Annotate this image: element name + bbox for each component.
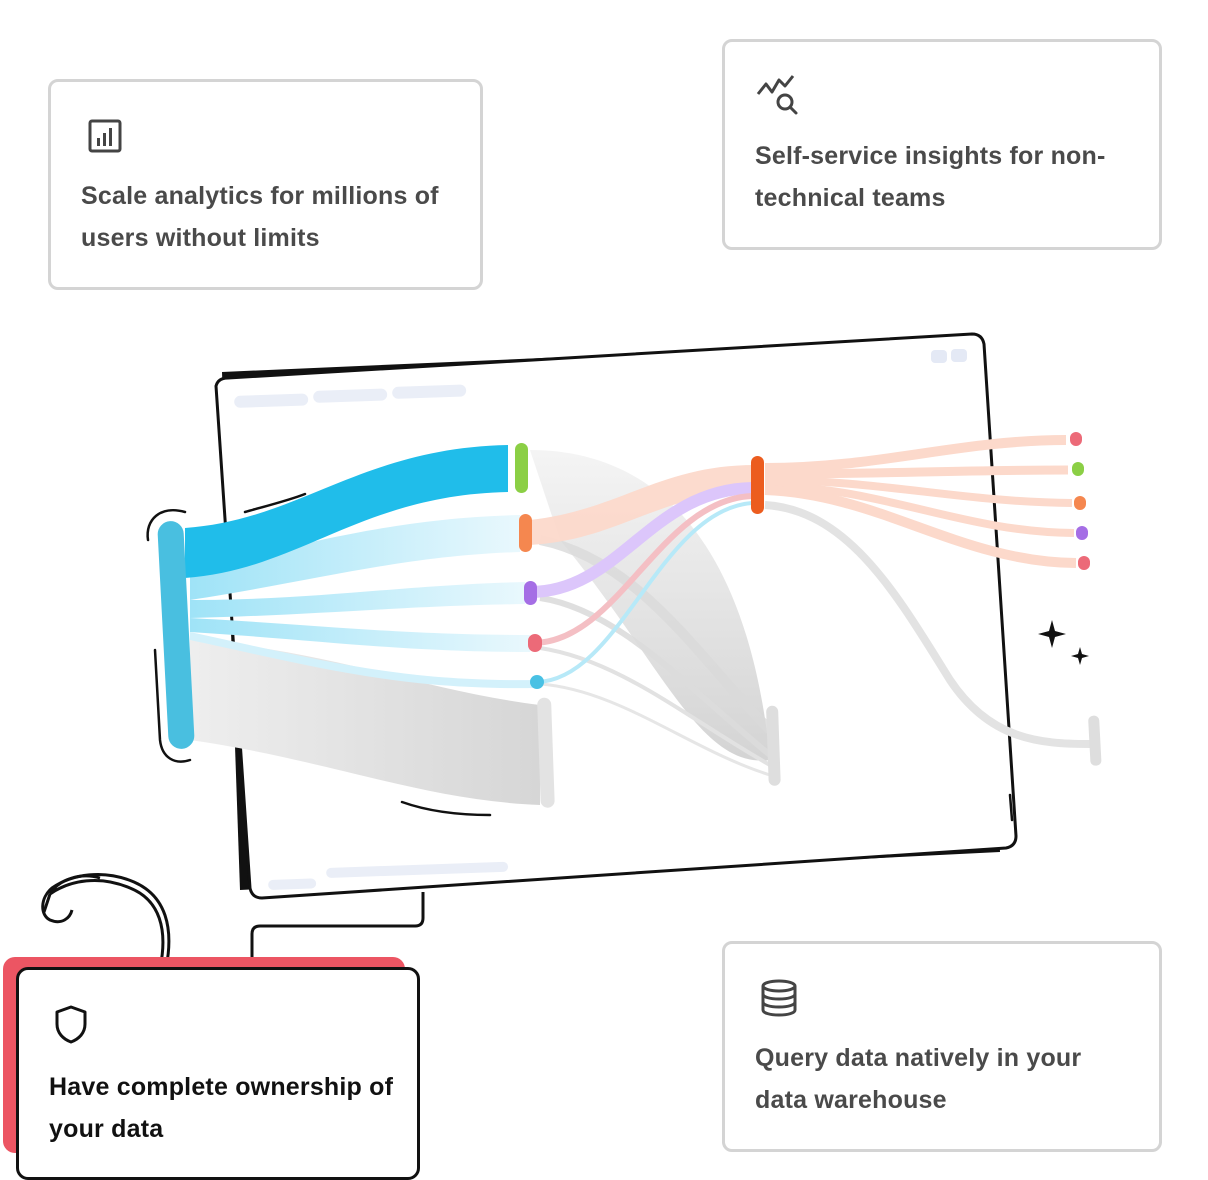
window-tab-placeholder [392, 384, 467, 399]
nodes [157, 432, 1090, 749]
grey-node [537, 697, 555, 808]
window-control-placeholder [951, 349, 967, 362]
grey-node [766, 705, 781, 786]
connector-cable [41, 872, 425, 969]
leaf-node-green [1072, 462, 1084, 476]
shield-icon [53, 1004, 89, 1049]
sketch-strokes [146, 492, 1014, 822]
bar-chart-icon [87, 118, 123, 159]
footer-placeholder [326, 861, 509, 878]
window-tab-placeholder [313, 388, 388, 403]
window-frame [214, 332, 1018, 900]
feature-text-query: Query data natively in your data warehou… [755, 1044, 1082, 1114]
fan-out-flows [764, 435, 1077, 568]
leaf-node-purple [1076, 526, 1088, 540]
node-green [515, 443, 528, 493]
node-purple [524, 581, 537, 605]
feature-card-scale: Scale analytics for millions of users wi… [48, 79, 483, 290]
leaf-node-pink [1078, 556, 1090, 570]
feature-card-query: Query data natively in your data warehou… [722, 941, 1162, 1152]
leaf-node-orange [1074, 496, 1086, 510]
trend-search-icon [755, 72, 799, 121]
window-control-placeholder [931, 350, 947, 363]
node-orange [519, 514, 532, 552]
light-blue-flows [190, 515, 535, 689]
feature-card-self-service: Self-service insights for non-technical … [722, 39, 1162, 250]
node-pink [528, 634, 542, 652]
database-icon [759, 978, 799, 1023]
feature-card-ownership: Have complete ownership of your data [16, 967, 420, 1180]
leaf-node-pink [1070, 432, 1082, 446]
sparkle-icon [1038, 620, 1089, 665]
node-cyan [530, 675, 544, 689]
feature-text-ownership: Have complete ownership of your data [49, 1073, 394, 1143]
footer-placeholder [268, 878, 317, 890]
window-tab-placeholder [234, 393, 309, 408]
feature-text-scale: Scale analytics for millions of users wi… [81, 182, 439, 252]
colored-mid-flows [529, 465, 755, 684]
feature-text-self-service: Self-service insights for non-technical … [755, 142, 1106, 212]
source-node [157, 521, 195, 749]
blue-main-flow [185, 445, 508, 578]
node-deep-orange [751, 456, 764, 514]
grey-node [1088, 715, 1102, 766]
